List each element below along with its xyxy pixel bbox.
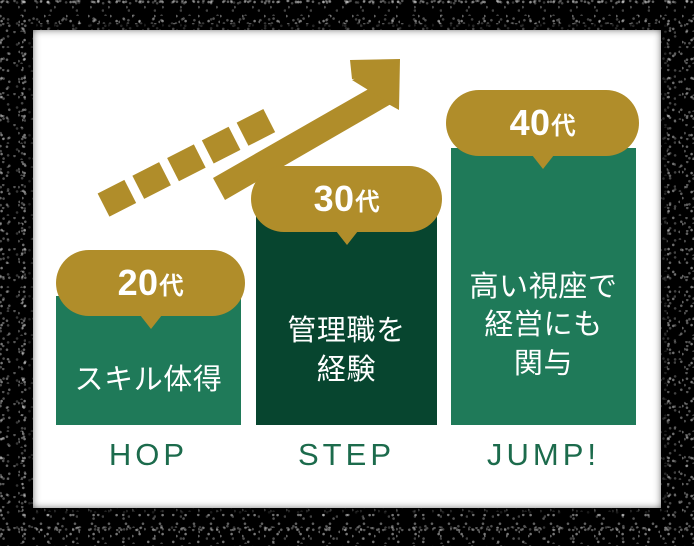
bar-hop-text: スキル体得 [74,363,223,396]
age-badge-20s: 20 代 [56,250,245,316]
age-badge-40s: 40 代 [446,90,639,156]
bar-jump: 高い視座で 経営にも 関与 [451,148,636,425]
step-label-step: STEP [297,437,396,472]
bar-hop: スキル体得 [56,296,241,425]
age-badge-30s-number: 30 [313,178,355,219]
step-label-jump: JUMP! [486,437,601,472]
bar-jump-text: 高い視座で 経営にも 関与 [469,271,618,380]
age-badge-40s-suffix: 代 [551,112,576,140]
bar-step: 管理職を 経験 [256,216,437,425]
age-badge-20s-number: 20 [117,262,159,303]
step-label-hop: HOP [108,437,189,472]
age-badge-20s-suffix: 代 [159,272,184,300]
age-badge-40s-number: 40 [509,102,551,143]
bar-step-text: 管理職を 経験 [287,315,406,386]
age-badge-30s-suffix: 代 [355,188,380,216]
age-badge-30s: 30 代 [251,166,442,232]
